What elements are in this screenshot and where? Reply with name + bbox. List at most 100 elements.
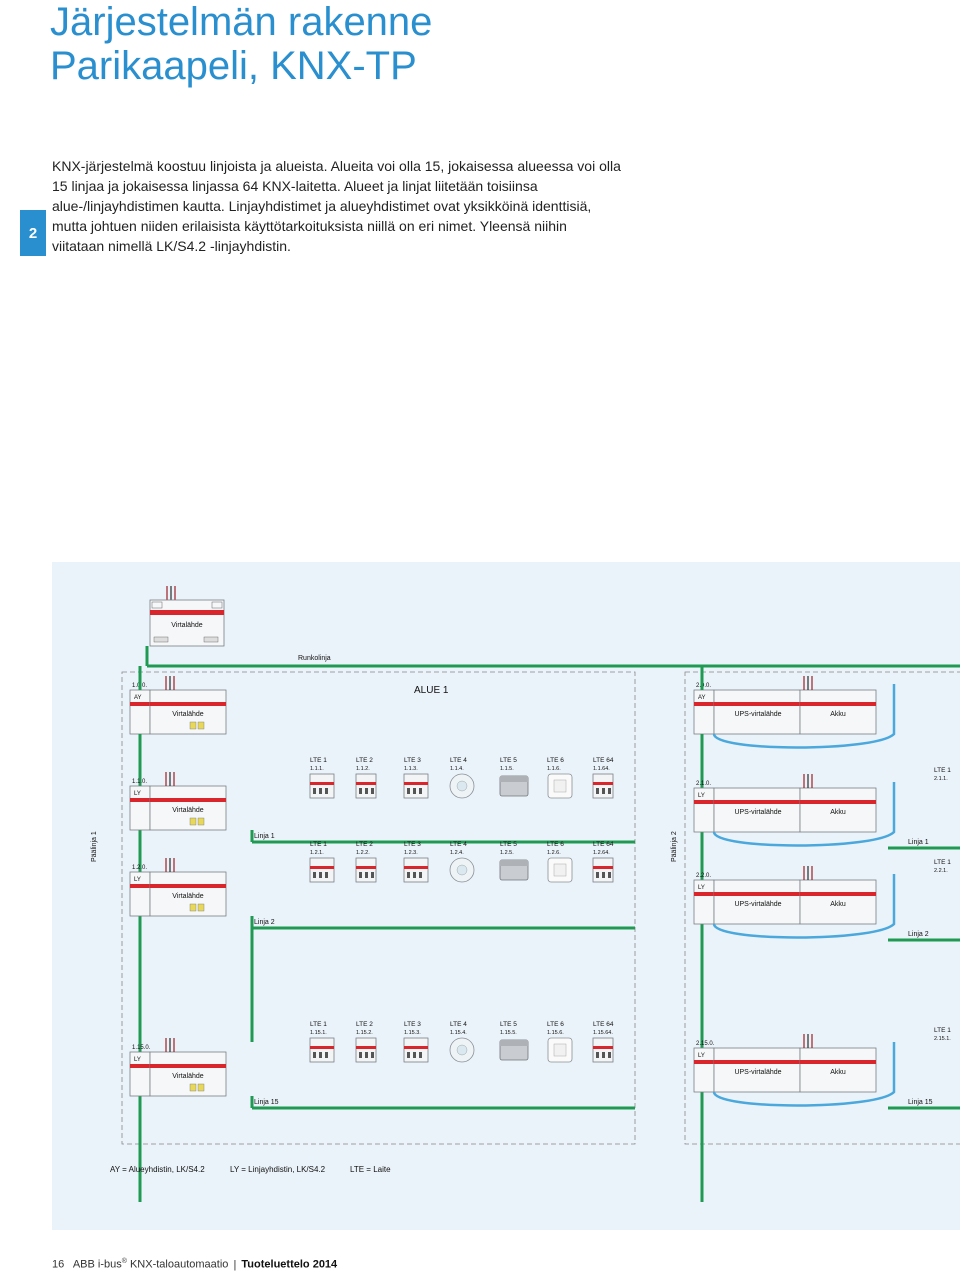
device-address: 1.15.4. [450, 1030, 467, 1036]
area2-coupler-cable [712, 684, 896, 749]
top-psu-port [153, 636, 169, 643]
device-address: 1.1.1. [310, 766, 324, 772]
device-1.2.0.-3-din-pin [407, 872, 410, 878]
area1-boundary [121, 671, 636, 1145]
area2-line2-coupler-cable [712, 874, 896, 939]
footer-product: KNX-taloautomaatio [129, 1258, 229, 1271]
device-1.1.0.-7-din-band [593, 782, 613, 785]
device-address: 1.2.2. [356, 850, 370, 856]
device-address: 2.1.1. [934, 776, 948, 782]
device-1.15.0.-2-din-band [356, 1046, 376, 1049]
device-address: 1.2.3. [404, 850, 418, 856]
device-address: 1.2.6. [547, 850, 561, 856]
area1-line2-coupler-led [189, 903, 197, 912]
device-address: 1.2.4. [450, 850, 464, 856]
device-1.1.0.-3-din-pin [419, 788, 422, 794]
area2-line3-coupler-ups-label: UPS-virtalähde [734, 1069, 781, 1076]
area2-line2-coupler-address: 2.2.0. [696, 873, 711, 879]
area1-line1-coupler-psu-band [150, 798, 226, 802]
area1-line3-coupler-type: LY [134, 1057, 141, 1063]
area1-line1-label: Linja 1 [254, 833, 275, 840]
device-address: 1.15.3. [404, 1030, 421, 1036]
device-1.2.0.-1-din-pin [325, 872, 328, 878]
device-1.15.0.-1-din-band [310, 1046, 334, 1049]
area2-coupler-battery-label: Akku [830, 711, 846, 718]
area2-line1-coupler-cable [712, 782, 896, 847]
footer-catalog: Tuoteluettelo 2014 [241, 1258, 338, 1271]
device-1.2.0.-4-sensor-lens [456, 864, 468, 876]
area1-line2-coupler-led [197, 903, 205, 912]
device-1.15.0.-3-din-pin [413, 1052, 416, 1058]
device-1.15.0.-2-din-pin [359, 1052, 362, 1058]
device-1.1.0.-3-din-pin [413, 788, 416, 794]
device-1.1.0.-7-din-pin [602, 788, 605, 794]
device-1.15.0.-1-din-pin [325, 1052, 328, 1058]
device-name: LTE 4 [450, 1021, 467, 1028]
device-1.1.0.-5-metal-top [500, 776, 528, 782]
device-name: LTE 2 [356, 1021, 373, 1028]
area2-line3-coupler-battery-module [799, 1047, 877, 1093]
area1-line3-coupler-led [189, 1083, 197, 1092]
area1-coupler-type: AY [134, 695, 142, 701]
intro-paragraph: KNX-järjestelmä koostuu linjoista ja alu… [52, 158, 621, 254]
device-name: LTE 64 [593, 757, 614, 764]
area1-line1-coupler-led [197, 817, 205, 826]
area1-coupler-coupler-band [130, 702, 150, 706]
top-psu-label: Virtalähde [171, 622, 203, 629]
device-address: 1.1.2. [356, 766, 370, 772]
device-address: 1.15.5. [500, 1030, 517, 1036]
device-name: LTE 64 [593, 1021, 614, 1028]
area2-line1-coupler-coupler-band [694, 800, 714, 804]
device-address: 1.1.5. [500, 766, 514, 772]
device-1.15.0.-7-din-band [593, 1046, 613, 1049]
device-name: LTE 1 [310, 841, 327, 848]
device-1.15.0.-4-sensor-lens [456, 1044, 468, 1056]
area2-line2-coupler-battery-label: Akku [830, 901, 846, 908]
device-name: LTE 6 [547, 841, 564, 848]
device-1.2.0.-7-din [592, 857, 614, 883]
device-1.1.0.-7-din [592, 773, 614, 799]
device-name: LTE 4 [450, 841, 467, 848]
device-1.2.0.-1-din-pin [313, 872, 316, 878]
page-number: 16 [52, 1258, 65, 1271]
device-name: LTE 1 [934, 767, 951, 774]
area2-line1-coupler-type: LY [698, 793, 705, 799]
device-1.1.0.-2-din-pin [365, 788, 368, 794]
device-1.1.0.-7-din-pin [608, 788, 611, 794]
area1-line3-label: Linja 15 [254, 1099, 279, 1106]
footer-separator: | [233, 1258, 237, 1271]
area1-label: ALUE 1 [414, 685, 449, 696]
footer-brand: ABB i-bus [72, 1258, 122, 1271]
area2-line3-coupler-battery-label: Akku [830, 1069, 846, 1076]
area2-line2-coupler-ups-label: UPS-virtalähde [734, 901, 781, 908]
device-1.1.0.-1-din-band [310, 782, 334, 785]
area1-line1-coupler-coupler-band [130, 798, 150, 802]
device-1.2.0.-2-din-pin [365, 872, 368, 878]
chapter-tab: 2 [20, 210, 46, 256]
trunk-line-label: Runkolinja [298, 655, 331, 662]
device-address: 1.1.4. [450, 766, 464, 772]
area1-line3-coupler-address: 1.15.0. [132, 1045, 151, 1051]
device-1.15.0.-3-din-band [404, 1046, 428, 1049]
device-name: LTE 3 [404, 1021, 421, 1028]
device-name: LTE 6 [547, 1021, 564, 1028]
device-1.15.0.-1-din-pin [313, 1052, 316, 1058]
area2-coupler-coupler-band [694, 702, 714, 706]
area2-line1-coupler-ups-module [713, 787, 801, 833]
area2-boundary [684, 671, 960, 1145]
area2-line3-coupler-battery-band [800, 1060, 876, 1064]
device-1.1.0.-2-din-pin [359, 788, 362, 794]
device-1.1.0.-3-din-band [404, 782, 428, 785]
device-name: LTE 3 [404, 757, 421, 764]
device-1.15.0.-3-din-pin [407, 1052, 410, 1058]
device-1.2.0.-6-panel-key [553, 863, 567, 877]
device-1.2.0.-5-metal-top [500, 860, 528, 866]
device-1.1.0.-7-din-pin [596, 788, 599, 794]
area2-line3-coupler-cable [712, 1042, 896, 1107]
mainline1-label: Päälinja 1 [91, 831, 98, 862]
device-1.15.0.-7-din-pin [596, 1052, 599, 1058]
legend-lte: LTE = Laite [350, 1165, 391, 1174]
device-1.2.0.-3-din-pin [419, 872, 422, 878]
